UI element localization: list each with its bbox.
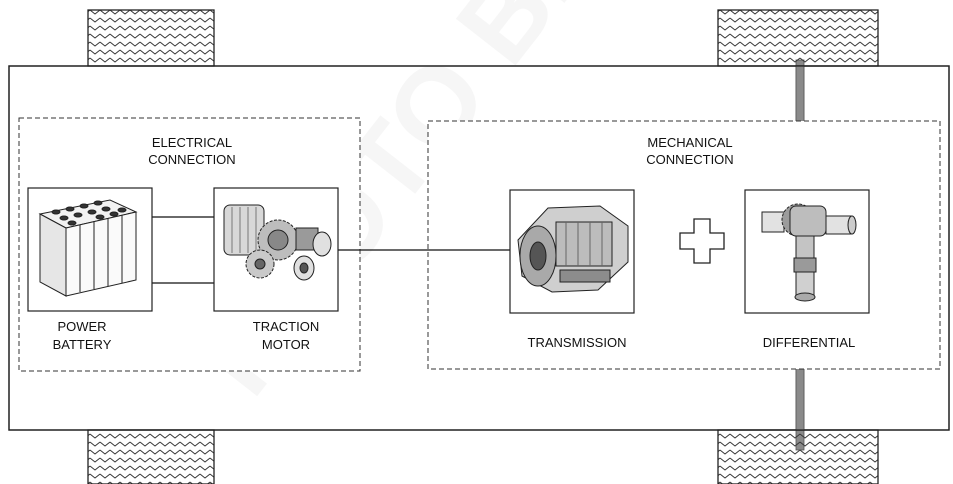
differential-label: DIFFERENTIAL xyxy=(763,335,855,350)
traction-motor-label-line2: MOTOR xyxy=(262,337,310,352)
battery-icon xyxy=(38,199,138,297)
wheel-bottom-left xyxy=(87,429,215,484)
traction-motor-icon xyxy=(223,204,332,281)
plus-icon xyxy=(679,218,725,264)
transmission-icon xyxy=(517,205,629,293)
electrical-group-title-line1: ELECTRICAL xyxy=(152,135,232,150)
wheel-top-left xyxy=(87,9,215,67)
wheel-bottom-right xyxy=(717,429,879,484)
transmission-label: TRANSMISSION xyxy=(528,335,627,350)
power-battery-label-line1: POWER xyxy=(57,319,106,334)
traction-motor-label-line1: TRACTION xyxy=(253,319,319,334)
electrical-group-title-line2: CONNECTION xyxy=(148,152,235,167)
mechanical-group-title-line2: CONNECTION xyxy=(646,152,733,167)
wheel-top-right xyxy=(717,9,879,67)
differential-icon xyxy=(761,203,857,302)
mechanical-group-title-line1: MECHANICAL xyxy=(647,135,732,150)
power-battery-label-line2: BATTERY xyxy=(53,337,112,352)
